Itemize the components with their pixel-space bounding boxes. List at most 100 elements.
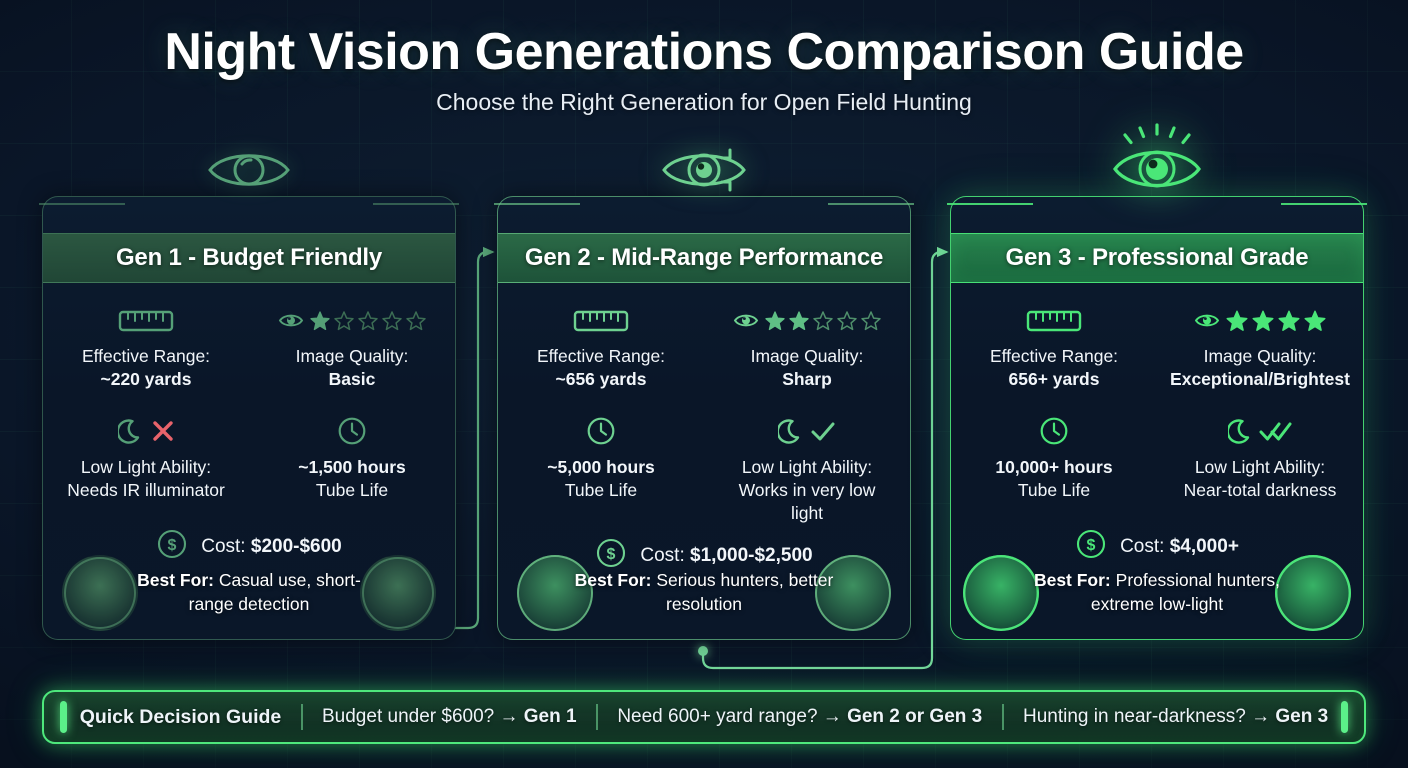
footer-divider: [300, 704, 303, 730]
card-body-gen1: Effective Range: ~220 yards: [43, 289, 455, 639]
footer-item-3-question: Hunting in near-darkness? →: [1022, 706, 1276, 727]
bestfor-text-gen3: Best For: Professional hunters, extreme …: [1019, 569, 1295, 616]
moon-icon: [117, 418, 139, 444]
spec-effective-range: Effective Range: ~220 yards: [43, 303, 249, 392]
footer-item-2-answer: Gen 2 or Gen 3: [847, 706, 983, 727]
spec-row-1: Effective Range: ~656 yards: [498, 303, 910, 392]
spec-effective-range: Effective Range: 656+ yards: [951, 303, 1157, 392]
page-title: Night Vision Generations Comparison Guid…: [164, 23, 1244, 81]
eye-stars-icon: [278, 303, 427, 337]
clock-icon: [337, 414, 367, 448]
spec-label: Tube Life: [1017, 479, 1091, 500]
bestfor-label: Best For:: [137, 570, 214, 591]
footer-items: Quick Decision Guide Budget under $600? …: [67, 704, 1341, 730]
star-rating-gen1: [309, 310, 427, 331]
header-tick-left: [39, 203, 125, 205]
spec-row-1: Effective Range: ~220 yards: [43, 303, 455, 392]
cost-text-gen3: Cost: $4,000+: [1120, 536, 1239, 558]
page-subtitle: Choose the Right Generation for Open Fie…: [436, 89, 972, 116]
spec-value: ~1,500 hours: [298, 456, 406, 477]
footer-item-2: Need 600+ yard range? → Gen 2 or Gen 3: [611, 706, 988, 728]
cost-row-gen2: $ Cost: $1,000-$2,500: [498, 537, 910, 574]
moon-icon: [778, 418, 800, 444]
spec-label: Image Quality:: [295, 346, 409, 366]
spec-tube-life: ~5,000 hours Tube Life: [498, 414, 704, 526]
header-tick-right: [1281, 203, 1367, 205]
spec-value: ~220 yards: [100, 369, 192, 390]
spec-value: Exceptional/Brightest: [1170, 369, 1350, 390]
cross-icon: [152, 420, 173, 441]
cost-text-gen1: Cost: $200-$600: [201, 536, 342, 558]
card-title-gen1: Gen 1 - Budget Friendly: [43, 233, 455, 283]
spec-value: ~656 yards: [555, 369, 647, 390]
bestfor-label: Best For:: [574, 570, 652, 591]
footer-divider: [1001, 704, 1004, 730]
spec-label: Tube Life: [315, 479, 389, 500]
spec-value: ~5,000 hours: [547, 456, 655, 477]
cost-value: $4,000+: [1169, 535, 1239, 557]
bestfor-value: Serious hunters, better resolution: [656, 570, 834, 614]
spec-label: Low Light Ability:: [80, 456, 212, 477]
footer-item-3-answer: Gen 3: [1275, 706, 1329, 727]
card-gen2[interactable]: Gen 2 - Mid-Range Performance Effective …: [494, 148, 914, 640]
dollar-circle-icon: $: [156, 528, 188, 565]
bestfor-pill-gen3: Best For: Professional hunters, extreme …: [963, 555, 1351, 631]
header-tick-left: [947, 203, 1033, 205]
spec-value: Works in very low light: [738, 479, 876, 524]
eye-outline-icon: [193, 135, 305, 205]
eye-scan-icon: [648, 135, 760, 205]
cost-row-gen1: $ Cost: $200-$600: [43, 528, 455, 565]
footer-item-1-question: Budget under $600? →: [322, 706, 524, 727]
footer-divider: [595, 704, 598, 730]
spec-tube-life: 10,000+ hours Tube Life: [951, 414, 1157, 503]
clock-icon: [1039, 414, 1069, 448]
spec-image-quality: Image Quality: Sharp: [704, 303, 910, 392]
svg-text:$: $: [607, 546, 616, 563]
moon-icon: [1227, 418, 1249, 444]
footer-item-2-question: Need 600+ yard range? →: [617, 706, 848, 727]
cost-label: Cost:: [201, 535, 246, 557]
bestfor-text-gen1: Best For: Casual use, short-range detect…: [118, 569, 380, 616]
spec-row-2: 10,000+ hours Tube Life: [951, 414, 1363, 503]
dollar-circle-icon: $: [595, 537, 627, 574]
svg-text:$: $: [168, 537, 177, 554]
pill-cap-left: [517, 555, 593, 631]
check-icon: [811, 422, 835, 441]
ruler-icon: [118, 303, 174, 337]
eye-small-icon: [1194, 314, 1219, 326]
card-title-gen2: Gen 2 - Mid-Range Performance: [498, 233, 910, 283]
card-gen3[interactable]: Gen 3 - Professional Grade Effective Ran…: [947, 123, 1367, 640]
quick-decision-guide-bar: Quick Decision Guide Budget under $600? …: [42, 690, 1366, 744]
bestfor-value: Professional hunters, extreme low-light: [1090, 570, 1281, 614]
pill-cap-right: [1275, 555, 1351, 631]
ruler-icon: [1026, 303, 1082, 337]
cost-value: $200-$600: [250, 535, 342, 557]
pill-cap-right: [360, 555, 436, 631]
bestfor-wrap-gen3: Best For: Professional hunters, extreme …: [951, 555, 1363, 631]
footer-accent-left: [60, 701, 67, 733]
header-tick-right: [373, 203, 459, 205]
spec-tube-life: ~1,500 hours Tube Life: [249, 414, 455, 503]
moon-check-icon: [778, 414, 836, 448]
spec-label: Effective Range:: [81, 346, 211, 366]
spec-row-1: Effective Range: 656+ yards: [951, 303, 1363, 392]
moon-cross-icon: [117, 414, 175, 448]
card-body-gen3: Effective Range: 656+ yards: [951, 289, 1363, 639]
card-body-gen2: Effective Range: ~656 yards: [498, 289, 910, 639]
spec-label: Low Light Ability:: [1194, 456, 1326, 477]
bestfor-text-gen2: Best For: Serious hunters, better resolu…: [573, 569, 835, 616]
moon-double-check-icon: [1227, 414, 1293, 448]
spec-value: 10,000+ hours: [995, 456, 1113, 477]
bestfor-label: Best For:: [1033, 570, 1111, 591]
spec-value: 656+ yards: [1008, 369, 1100, 390]
spec-value: Needs IR illuminator: [67, 479, 225, 500]
spec-low-light: Low Light Ability: Needs IR illuminator: [43, 414, 249, 503]
spec-low-light: Low Light Ability: Near-total darkness: [1157, 414, 1363, 503]
eye-small-icon: [733, 314, 758, 326]
pill-cap-left: [963, 555, 1039, 631]
spec-row-2: ~5,000 hours Tube Life: [498, 414, 910, 526]
card-gen1[interactable]: Gen 1 - Budget Friendly Effective Range:…: [39, 154, 459, 640]
star-rating-gen3: [1225, 309, 1327, 332]
cost-label: Cost:: [640, 544, 685, 566]
